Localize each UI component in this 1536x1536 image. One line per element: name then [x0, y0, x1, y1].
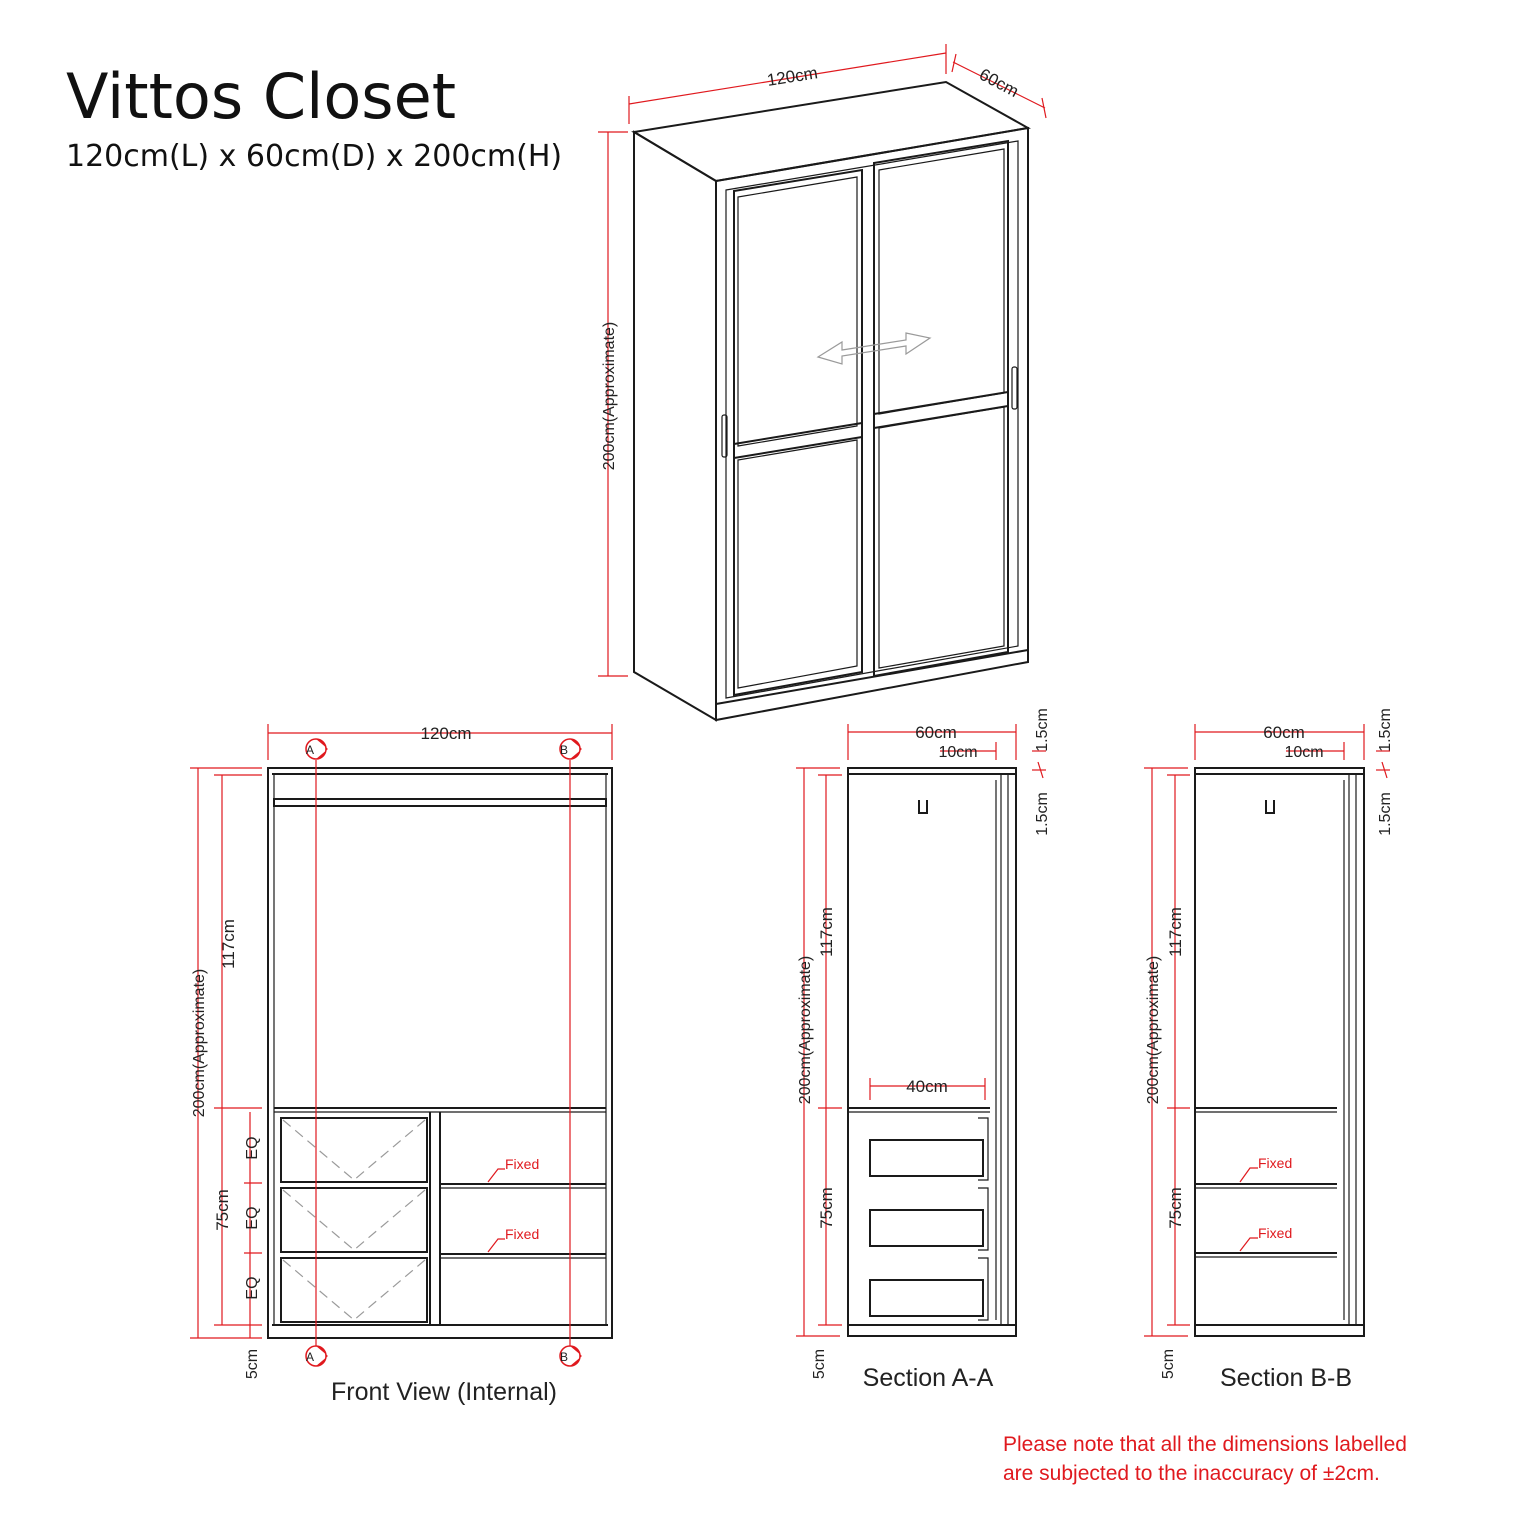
svg-text:B: B — [560, 743, 568, 757]
section-b-thickness-label-2: 1.5cm — [1377, 792, 1394, 836]
iso-depth-label: 60cm — [976, 65, 1022, 101]
front-drawers — [280, 1117, 428, 1323]
section-a-height-label: 200cm(Approximate) — [797, 956, 814, 1105]
left-door — [721, 168, 863, 697]
section-marker-a-top: A — [305, 738, 328, 760]
rail-bracket-icon — [1265, 800, 1275, 814]
svg-text:A: A — [306, 1350, 314, 1364]
section-a-thickness-label-2: 1.5cm — [1034, 792, 1051, 836]
section-a-lower-label: 75cm — [817, 1187, 836, 1229]
page-title: Vittos Closet — [66, 60, 456, 133]
section-b: 60cm 10cm 1.5cm 1.5cm 200cm(Approximate)… — [1144, 708, 1394, 1392]
right-door — [873, 139, 1018, 678]
section-b-lower-label: 75cm — [1166, 1187, 1185, 1229]
section-b-thickness-label-1: 1.5cm — [1377, 708, 1394, 752]
front-view: A B A B — [190, 724, 613, 1406]
front-eq-label-1: EQ — [244, 1136, 261, 1159]
section-a-drawer-label: 40cm — [906, 1077, 948, 1096]
front-plinth-label: 5cm — [244, 1349, 261, 1379]
sliding-arrow-icon — [816, 332, 932, 365]
tolerance-note-line-2: are subjected to the inaccuracy of ±2cm. — [1003, 1462, 1380, 1485]
section-marker-a-bottom: A — [305, 1345, 328, 1367]
left-door-handle-icon — [721, 414, 728, 458]
section-b-fixed-label-1: Fixed — [1258, 1155, 1292, 1171]
section-a-thickness-label-1: 1.5cm — [1034, 708, 1051, 752]
hanging-rail — [273, 798, 607, 807]
section-b-depth-label: 60cm — [1263, 723, 1305, 742]
iso-height-label: 200cm(Approximate) — [601, 322, 618, 471]
right-door-handle-icon — [1011, 366, 1018, 410]
section-b-dimensions — [1144, 724, 1390, 1337]
iso-width-label: 120cm — [766, 63, 819, 90]
section-b-height-label: 200cm(Approximate) — [1145, 956, 1162, 1105]
section-a-dimensions — [796, 724, 1046, 1337]
section-a-upper-label: 117cm — [817, 907, 836, 957]
front-fixed-label-1: Fixed — [505, 1156, 539, 1172]
front-height-label: 200cm(Approximate) — [191, 969, 208, 1118]
section-a-door-gap-label: 10cm — [938, 744, 977, 761]
iso-dimensions — [598, 44, 1047, 677]
svg-text:B: B — [560, 1350, 568, 1364]
section-a-caption: Section A-A — [863, 1364, 994, 1392]
page-subtitle: 120cm(L) x 60cm(D) x 200cm(H) — [66, 139, 562, 174]
front-eq-label-2: EQ — [244, 1206, 261, 1229]
front-upper-label: 117cm — [219, 919, 238, 969]
svg-text:A: A — [306, 743, 314, 757]
rail-bracket-icon — [918, 800, 928, 814]
front-dimensions — [190, 724, 613, 1339]
section-a-plinth-label: 5cm — [811, 1349, 828, 1379]
section-b-fixed-label-2: Fixed — [1258, 1225, 1292, 1241]
section-b-door-gap-label: 10cm — [1284, 744, 1323, 761]
section-b-upper-label: 117cm — [1166, 907, 1185, 957]
isometric-view: 120cm 60cm 200cm(Approximate) — [598, 44, 1047, 722]
section-marker-b-bottom: B — [559, 1345, 582, 1367]
front-fixed-label-2: Fixed — [505, 1226, 539, 1242]
front-caption: Front View (Internal) — [331, 1378, 557, 1406]
front-lower-label: 75cm — [213, 1189, 232, 1231]
front-width-label: 120cm — [420, 724, 471, 743]
tolerance-note-line-1: Please note that all the dimensions labe… — [1003, 1433, 1407, 1456]
section-a: 60cm 10cm 1.5cm 1.5cm 200cm(Approximate)… — [796, 708, 1051, 1392]
front-eq-label-3: EQ — [244, 1276, 261, 1299]
section-a-depth-label: 60cm — [915, 723, 957, 742]
section-marker-b-top: B — [559, 738, 582, 760]
section-b-plinth-label: 5cm — [1160, 1349, 1177, 1379]
section-b-caption: Section B-B — [1220, 1364, 1352, 1392]
